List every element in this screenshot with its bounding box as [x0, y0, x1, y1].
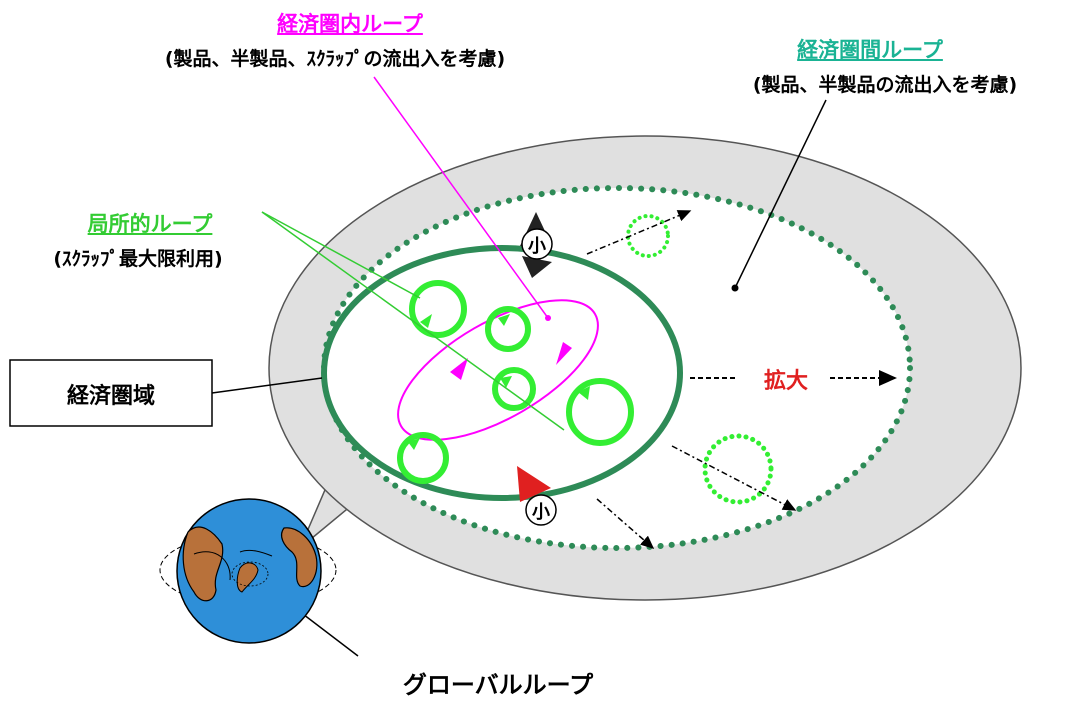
local-loop-arrows [408, 314, 590, 450]
intra-loop-leader [373, 76, 549, 319]
local-loop-circle [566, 378, 634, 446]
zone-leader [211, 377, 323, 394]
local-loop-circle [397, 432, 449, 484]
intra-loop-ellipse [397, 299, 599, 441]
intra-loop-leader-dot [545, 315, 551, 321]
inter-loop-leader [734, 99, 827, 289]
economic-zone-label-box [9, 359, 213, 427]
expansion-arrows [586, 210, 797, 549]
local-loop-circle [492, 367, 536, 411]
inter-loop-subtitle: (製品、半製品の流出入を考慮) [752, 74, 1018, 96]
local-loop-circle [409, 280, 467, 338]
intra-loop-arrowhead-left [450, 358, 468, 380]
local-loop-circle [485, 306, 531, 352]
local-loop-leader-1 [261, 211, 421, 299]
expand-label: 拡大 [763, 369, 808, 394]
local-loop-leader-2 [261, 211, 565, 431]
inter-loop-title: 経済圏間ループ [797, 38, 943, 62]
intra-loop-arrowhead-right [556, 342, 572, 365]
economic-zone-label: 経済圏域 [66, 384, 155, 409]
moved-loop-large [702, 433, 774, 505]
local-loop-title: 局所的ループ [87, 212, 213, 236]
small-bottom-arrow [517, 466, 551, 502]
intra-loop-title: 経済圏内ループ [277, 12, 423, 36]
moved-loop-small [626, 214, 670, 258]
intra-loop-subtitle: (製品、半製品、ｽｸﾗｯﾌﾟの流出入を考慮) [164, 48, 506, 70]
small-top-text: 小 [528, 236, 546, 257]
local-loop-subtitle: (ｽｸﾗｯﾌﾟ最大限利用) [53, 248, 223, 270]
small-top-arrow-down [522, 256, 552, 278]
global-loop-label: グローバルループ [402, 671, 594, 699]
small-top-marker [521, 228, 553, 260]
inter-loop-leader-dot [731, 284, 739, 292]
local-loops [397, 280, 634, 484]
globe-icon [159, 498, 337, 644]
small-bottom-text: 小 [532, 502, 550, 523]
small-bottom-marker [525, 494, 557, 526]
